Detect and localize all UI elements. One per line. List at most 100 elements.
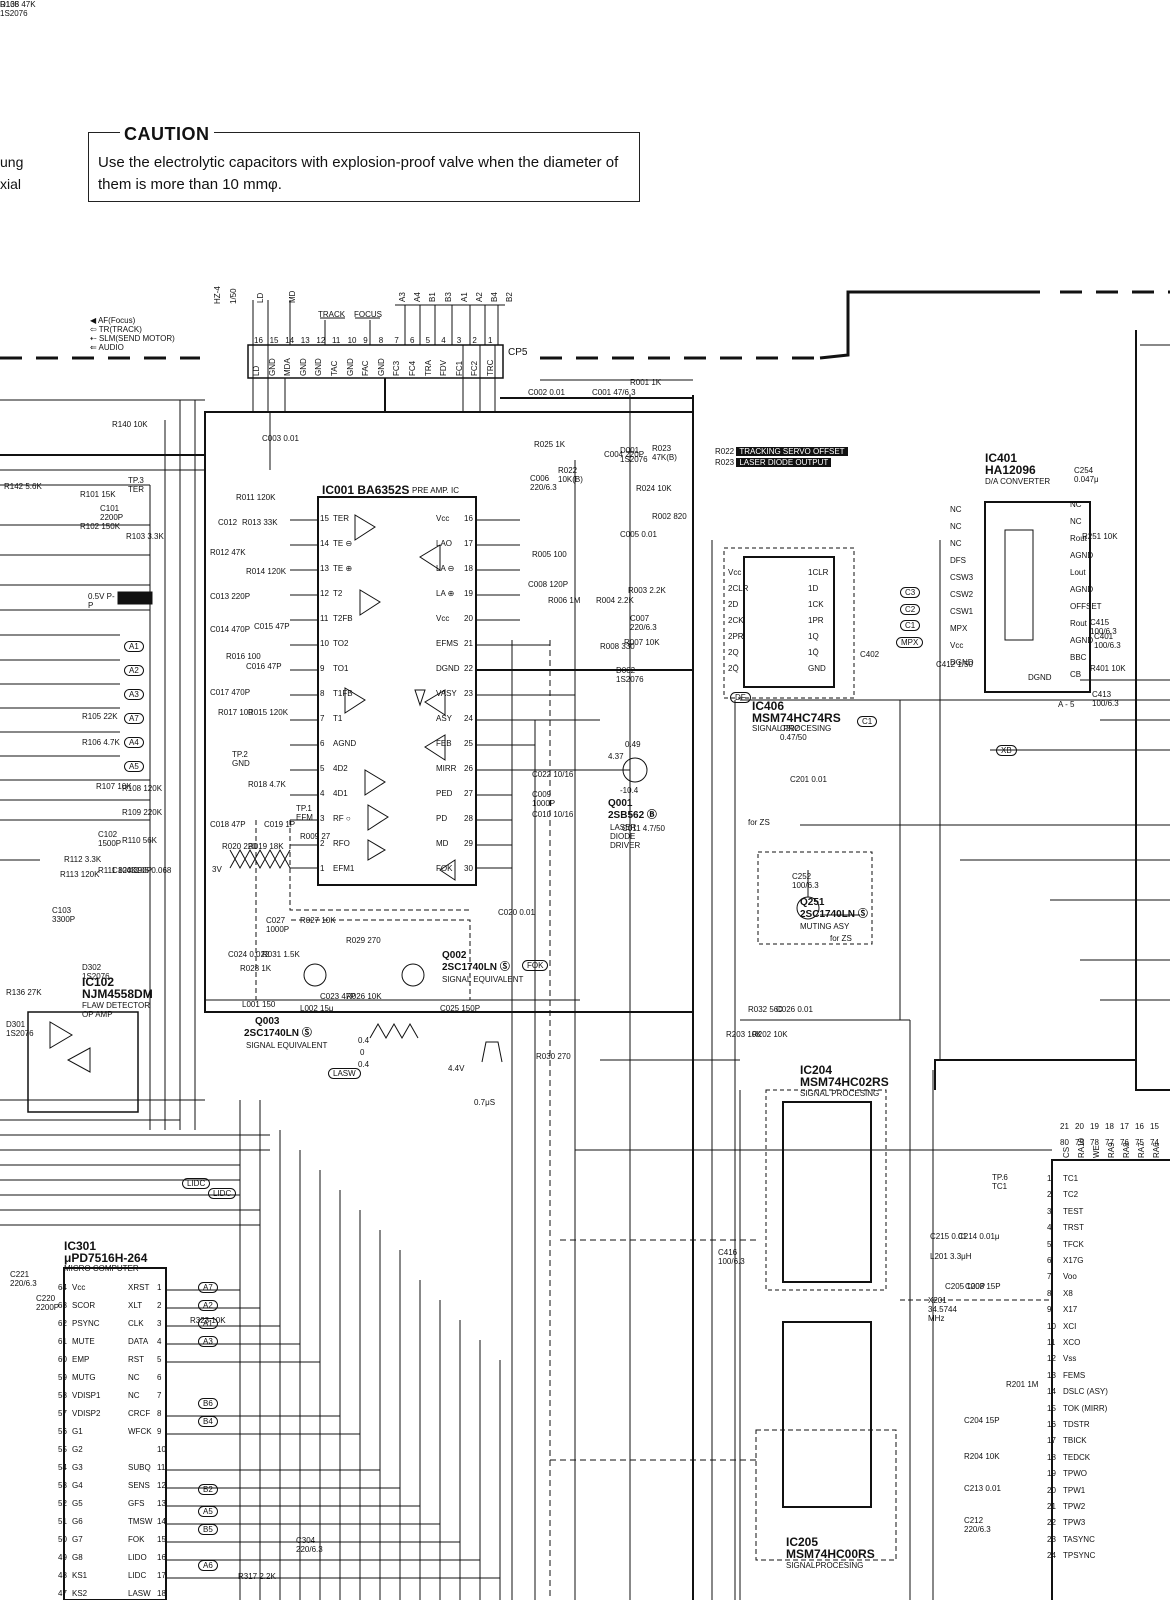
connector-pin-number: 3 (456, 336, 462, 345)
component-label: R029 270 (346, 936, 381, 945)
ic401-a5: A - 5 (1058, 700, 1075, 709)
signal-tag: A3 (198, 1336, 218, 1347)
connector-name: CP5 (508, 347, 528, 358)
connector-pin-number: 13 (300, 336, 310, 345)
ic406-pin-label: 1Q̄ (808, 648, 819, 657)
ic301-pin-label: CLK (128, 1319, 144, 1328)
component-label: R317 2.2K (238, 1572, 276, 1581)
connector-pin-number: 6 (410, 336, 415, 345)
connector-frame (247, 344, 504, 379)
ic301-pin-label: SENS (128, 1481, 150, 1490)
ic001-pin-label: VASY (436, 689, 457, 698)
ic205-desc: SIGNALPROCESING (786, 1561, 864, 1570)
ic301-pin-label: KS2 (72, 1589, 88, 1598)
ic301-pin-number: 60 (58, 1355, 67, 1364)
component-label: R102 150K (80, 522, 121, 531)
component-label: R022 10K(B) (558, 466, 583, 484)
component-label: R106 4.7K (82, 738, 120, 747)
right-ic-pin-label: DSLC (ASY) (1063, 1387, 1108, 1397)
component-label: C009 1000P (532, 790, 556, 808)
component-label: R002 820 (652, 512, 687, 521)
right-ic-pin-number: 2 (1047, 1190, 1052, 1200)
ic406-name: IC406 (752, 699, 785, 713)
wave-44: 4.4V (448, 1064, 465, 1073)
ic301-pin-label: FOK (128, 1535, 145, 1544)
ic301-pin-number: 61 (58, 1337, 67, 1346)
component-label: R011 120K (236, 493, 276, 502)
ic301-pin-number: 8 (157, 1409, 162, 1418)
ic401-pin-label: DFS (950, 556, 966, 565)
ic406-part: MSM74HC74RS (752, 711, 841, 725)
ic401-pin-label: NC (950, 522, 962, 531)
ic301-pin-number: 58 (58, 1391, 67, 1400)
component-label: C104 390P (112, 866, 153, 875)
ic001-pin-number: 6 (320, 739, 325, 748)
connector-pin-number: 1 (488, 336, 493, 345)
ic406-pin-label: Vcc (728, 568, 742, 577)
ic406-pin-label: 2Q (728, 648, 739, 657)
signal-tag: B2 (198, 1484, 218, 1495)
signal-tag: XB (996, 745, 1017, 756)
ic301-pin-label: TMSW (128, 1517, 153, 1526)
component-label: C221 220/6.3 (10, 1270, 37, 1288)
component-label: C220 2200P (36, 1294, 60, 1312)
right-ic-top-circ: 16 (1135, 1122, 1144, 1131)
q251-name: Q251 (800, 897, 825, 908)
component-label: C254 0.047μ (1074, 466, 1099, 484)
component-label: C024 0.022 (228, 950, 270, 959)
ic406-pin-label: 2Q̄ (728, 664, 739, 673)
ic001-pin-number: 24 (464, 714, 473, 723)
component-label: R001 1K (630, 378, 662, 387)
component-label: D301 1S2076 (6, 1020, 34, 1038)
ic001-pin-label: RF ○ (333, 814, 351, 823)
right-ic-top-num: 75 (1135, 1138, 1144, 1147)
right-ic-pin-number: 20 (1047, 1485, 1056, 1495)
ic401-frame (984, 501, 1091, 693)
ic301-pin-label: SUBQ (128, 1463, 151, 1472)
signal-tag: LIDC (182, 1178, 211, 1189)
ic401-pin-label: BBC (1070, 653, 1087, 662)
connector-pin-1: TRC (486, 359, 495, 376)
ic001-pin-number: 10 (320, 639, 329, 648)
signal-tag: C1 (900, 620, 921, 631)
component-label: C003 0.01 (262, 434, 299, 443)
ic406-pin-label: 1CK (808, 600, 824, 609)
ic001-pin-number: 19 (464, 589, 473, 598)
ic301-pin-label: G3 (72, 1463, 83, 1472)
right-ic-pin-number: 18 (1047, 1452, 1056, 1462)
ic301-pin-number: 18 (157, 1589, 166, 1598)
component-label: R109 220K (122, 808, 163, 817)
ic001-pin-number: 1 (320, 864, 325, 873)
right-ic-pin-number: 24 (1047, 1551, 1056, 1561)
connector-top-label: 1/50 (229, 288, 238, 304)
q001-desc3: DRIVER (610, 841, 641, 850)
ic301-pin-label: Vcc (72, 1283, 86, 1292)
tp1-label: TP.1 EFM (296, 804, 313, 822)
ic301-pin-label: WFCK (128, 1427, 152, 1436)
signal-tag: C1 (857, 716, 878, 727)
connector-pin-12: GND (314, 358, 324, 376)
right-ic-pin-number: 3 (1047, 1206, 1052, 1216)
wave-07: 0.7μS (474, 1098, 496, 1107)
right-ic-pin-number: 5 (1047, 1239, 1052, 1249)
right-ic-top-circ: 18 (1105, 1122, 1114, 1131)
right-ic-top-circ: 15 (1150, 1122, 1159, 1131)
connector-pin-14: MDA (283, 358, 293, 376)
ic301-pin-label: CRCF (128, 1409, 151, 1418)
component-label: R401 10K (1090, 664, 1126, 673)
ic301-pin-number: 11 (157, 1463, 166, 1472)
tp2-label: TP.2 GND (232, 750, 250, 768)
ic301-pin-label: RST (128, 1355, 144, 1364)
connector-top-label: TRACK (318, 310, 346, 319)
component-label: R140 10K (112, 420, 148, 429)
ic401-pin-label: CSW2 (950, 590, 974, 599)
ic001-pin-label: PED (436, 789, 453, 798)
right-ic-pin-number: 12 (1047, 1354, 1056, 1364)
ic401-pin-label: NC (950, 539, 962, 548)
ic001-pin-label: T1 (333, 714, 343, 723)
component-label: R112 3.3K (64, 855, 102, 864)
connector-pin-number: 9 (363, 336, 368, 345)
tp3-label: TP.3 TER (128, 476, 144, 494)
right-ic-top-num: 79 (1075, 1138, 1084, 1147)
ic001-pin-number: 29 (464, 839, 473, 848)
